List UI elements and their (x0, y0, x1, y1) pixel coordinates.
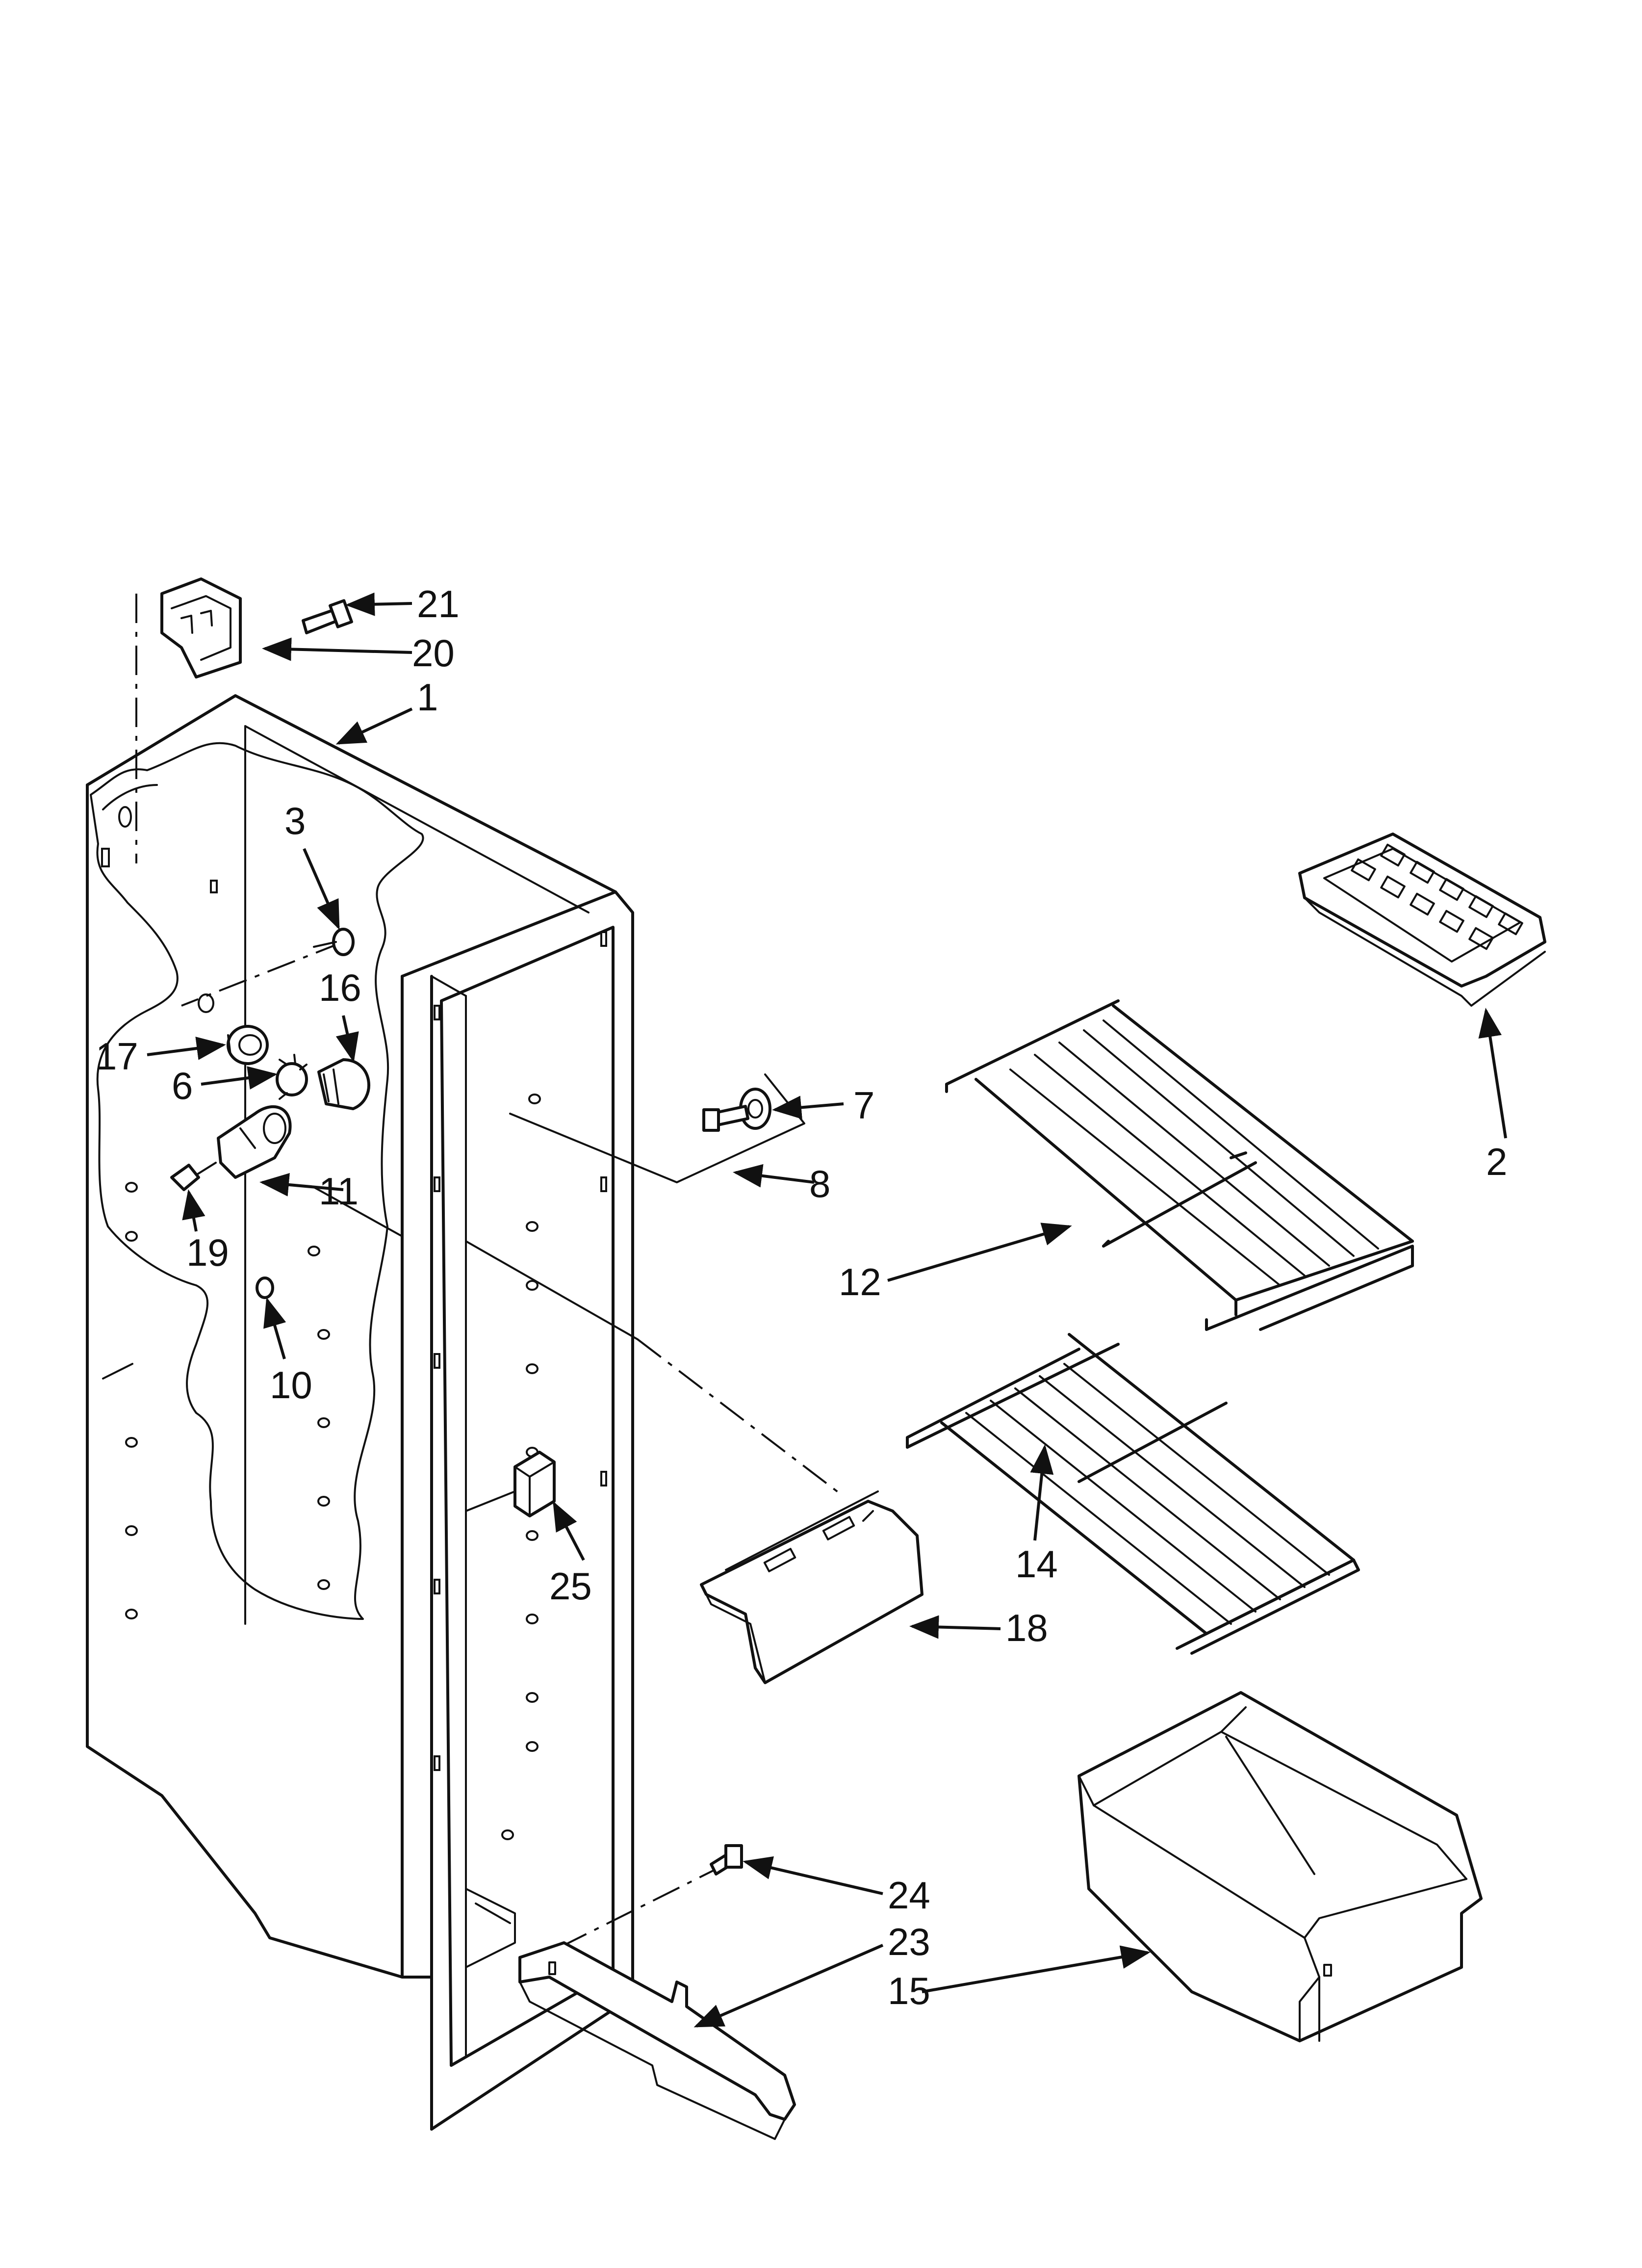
callout-7: 7 (853, 1084, 874, 1127)
part-17-knob (227, 1025, 269, 1065)
part-6-socket (276, 1054, 308, 1100)
part-14-wire-shelf (906, 1333, 1360, 1655)
callout-2: 2 (1486, 1140, 1507, 1183)
part-18-cover (700, 1490, 924, 1684)
part-3-plug (313, 928, 355, 956)
callout-12: 12 (839, 1260, 881, 1303)
part-24-screw (710, 1844, 743, 1876)
leader-arrows (147, 592, 1507, 2028)
liner-holes (101, 806, 607, 1840)
ice-tray-cells (1351, 843, 1523, 950)
part-10-plug (256, 1277, 274, 1299)
callout-3: 3 (284, 799, 306, 842)
callout-1: 1 (417, 676, 438, 719)
freezer-liner (86, 694, 639, 2131)
part-23-rail (518, 1941, 796, 2140)
part-21-screw (302, 599, 353, 634)
callout-24: 24 (888, 1874, 930, 1917)
part-25-switch (513, 1451, 556, 1517)
part-15-bin (1078, 1691, 1483, 2042)
callout-15: 15 (888, 1969, 930, 2012)
part-20-bracket (160, 577, 242, 678)
callout-17: 17 (96, 1035, 138, 1078)
callout-6: 6 (172, 1064, 193, 1107)
callout-10: 10 (270, 1363, 312, 1407)
assembly-center-lines (135, 594, 845, 1958)
callout-11: 11 (319, 1170, 359, 1213)
part-19-screw (170, 1162, 217, 1191)
part-8-screw (702, 1105, 749, 1132)
part-2-ice-tray (1298, 833, 1546, 1007)
part-12-wire-shelf (945, 999, 1414, 1331)
callout-8: 8 (809, 1162, 830, 1205)
callout-20: 20 (412, 631, 455, 675)
callout-21: 21 (417, 582, 460, 626)
callout-14: 14 (1015, 1542, 1058, 1586)
callout-25: 25 (549, 1564, 592, 1608)
callout-labels: 21 20 1 3 16 17 6 11 19 10 7 8 2 12 14 1… (96, 582, 1507, 2012)
callout-16: 16 (319, 966, 361, 1009)
part-16-bulb (317, 1058, 371, 1110)
part-11-housing (217, 1105, 292, 1179)
callout-23: 23 (888, 1920, 930, 1963)
callout-18: 18 (1005, 1606, 1048, 1649)
callout-19: 19 (186, 1231, 229, 1274)
